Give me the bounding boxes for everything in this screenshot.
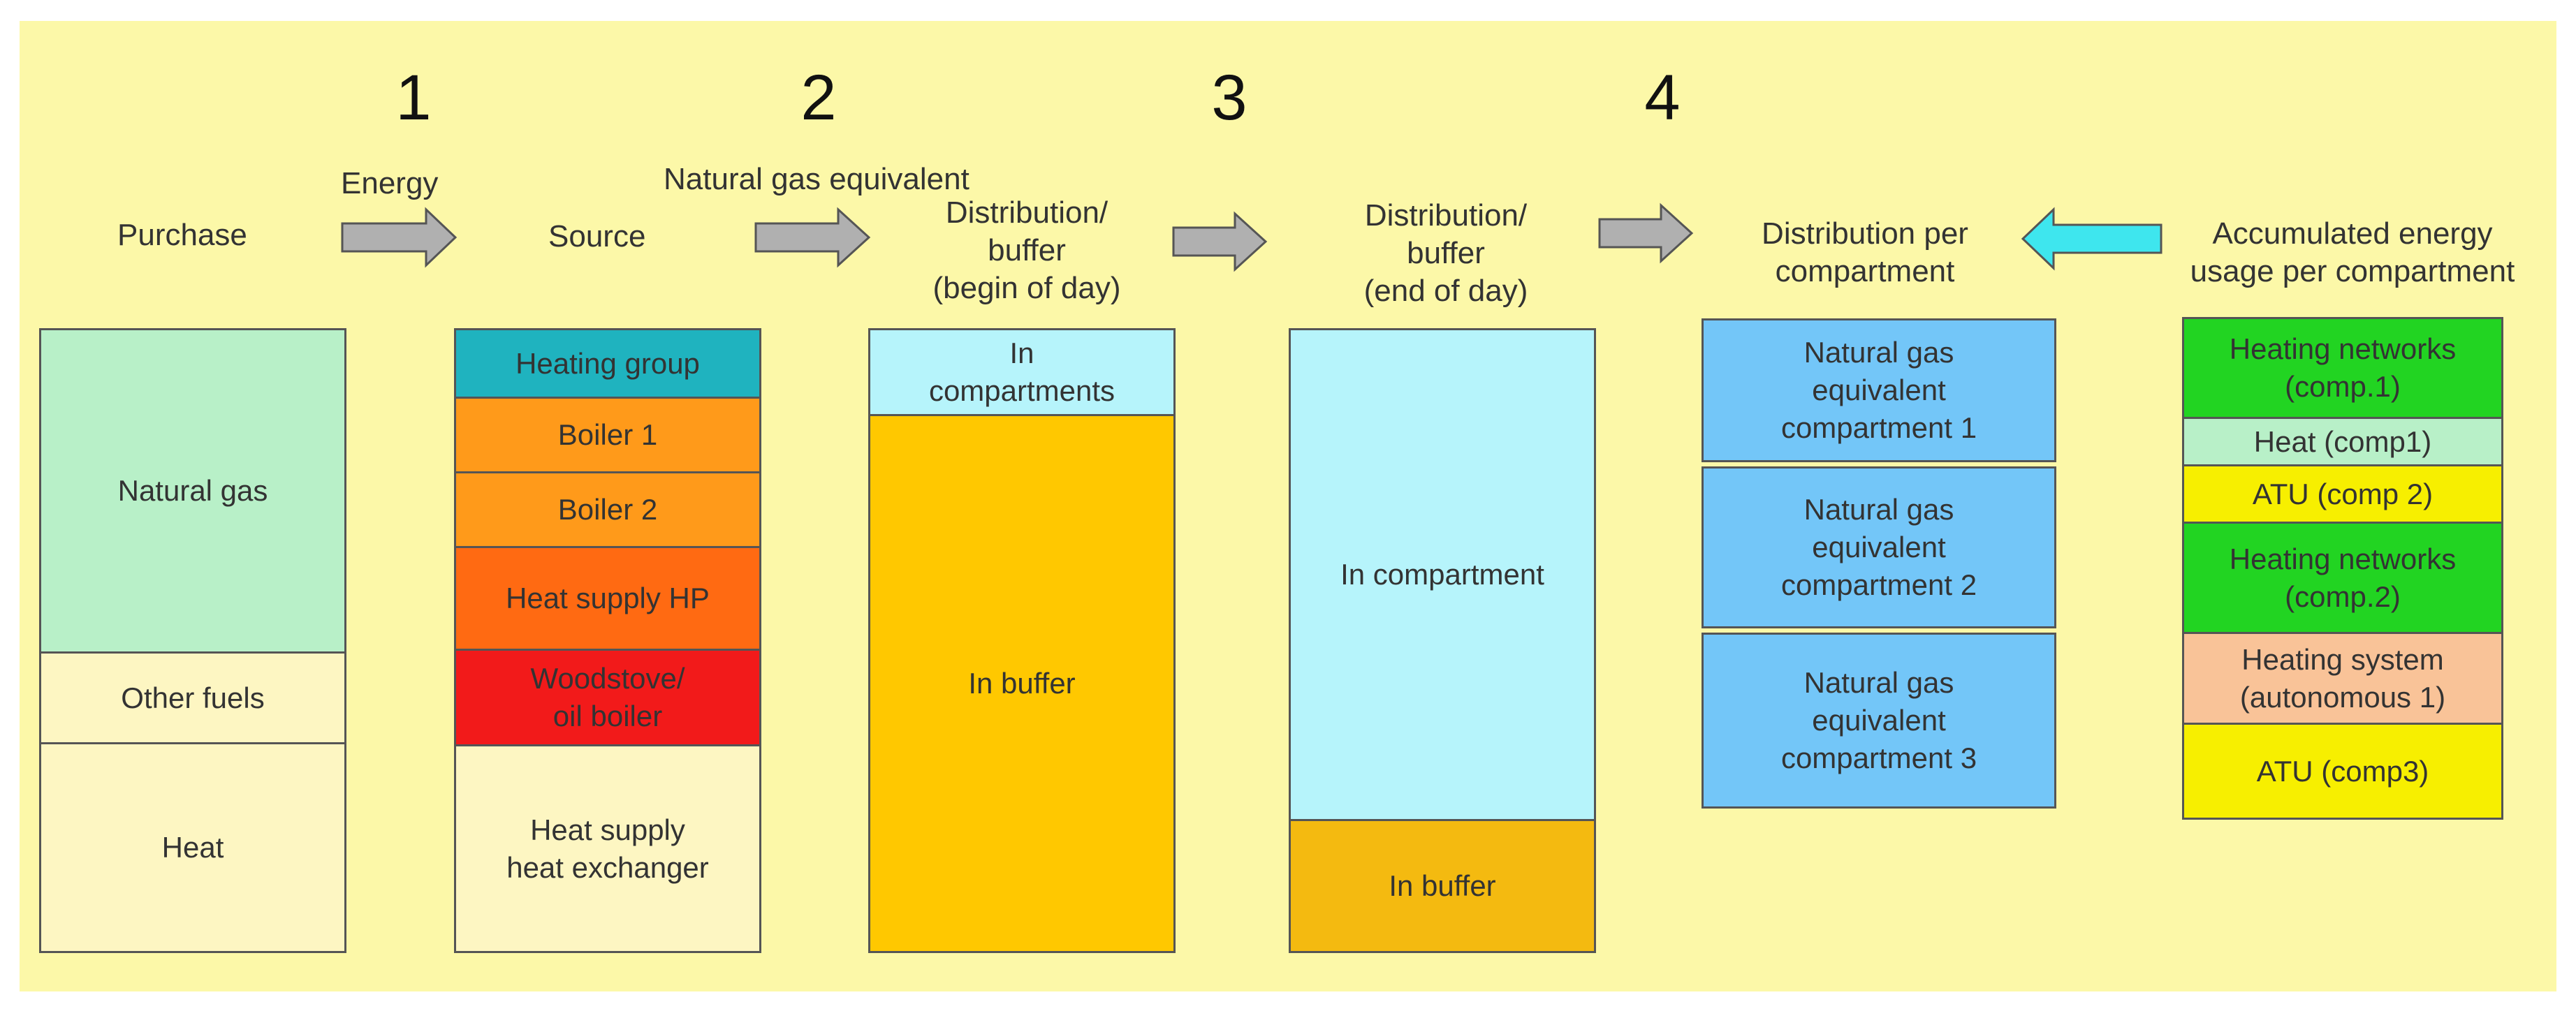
header-distribution-per-compartment: Distribution per compartment: [1762, 216, 1968, 288]
header-source: Source: [548, 219, 646, 253]
segment-label-line: Natural gas: [1803, 336, 1954, 369]
arrow-begin-to-end: [1172, 211, 1268, 272]
purchase-segment: Natural gas: [41, 330, 344, 651]
column-accumulated-energy: Heating networks (comp.1) Heat (comp1) ATU …: [2182, 317, 2503, 820]
header-distribution-begin: Distribution/ buffer (begin of day): [932, 196, 1121, 305]
source-segment: Boiler 2: [456, 471, 759, 546]
flow-label-natural-gas-equivalent: Natural gas equivalent: [664, 162, 969, 196]
segment-label-line: Other fuels: [121, 681, 265, 714]
source-segment: Boiler 1: [456, 397, 759, 471]
accumulated-segment: Heating networks (comp.2): [2184, 522, 2501, 632]
accumulated-segment: ATU (comp3): [2184, 723, 2501, 818]
per-compartment-segment: Natural gas equivalent compartment 1: [1702, 318, 2056, 462]
segment-label-line: ATU (comp 2): [2252, 477, 2434, 510]
begin-of-day-segment: In buffer: [870, 414, 1173, 951]
accumulated-segment: ATU (comp 2): [2184, 464, 2501, 522]
step-3-number: 3: [1211, 62, 1247, 133]
segment-label-line: Boiler 2: [557, 493, 658, 526]
segment-label-line: (comp.2): [2285, 580, 2401, 613]
segment-label-line: equivalent: [1812, 531, 1946, 563]
purchase-segment: Other fuels: [41, 651, 344, 742]
header-accumulated-energy: Accumulated energy usage per compartment: [2190, 216, 2515, 288]
segment-label-line: In: [1009, 337, 1034, 369]
segment-label-line: Natural gas: [1803, 666, 1954, 699]
per-compartment-segment: Natural gas equivalent compartment 3: [1702, 633, 2056, 809]
source-segment: Heating group: [456, 330, 759, 397]
per-compartment-segment: Natural gas equivalent compartment 2: [1702, 466, 2056, 628]
step-2-number: 2: [800, 62, 837, 133]
column-buffer-end-of-day: In compartment In buffer: [1289, 328, 1596, 953]
segment-label-line: Natural gas: [117, 474, 268, 507]
step-4-number: 4: [1644, 62, 1681, 133]
segment-label-line: Heat supply: [530, 813, 685, 846]
source-segment: Heat supply HP: [456, 546, 759, 649]
segment-label-line: In buffer: [968, 667, 1076, 700]
arrow-source-to-distribution: [754, 207, 871, 268]
segment-label-line: Heating system: [2241, 642, 2444, 676]
header-distribution-end: Distribution/ buffer (end of day): [1363, 198, 1528, 308]
segment-label-line: Heating group: [515, 346, 700, 380]
segment-label-line: Heat supply HP: [506, 582, 710, 614]
segment-label-line: Woodstove/: [530, 662, 685, 695]
segment-label-line: ATU (comp3): [2256, 754, 2429, 788]
accumulated-segment: Heating networks (comp.1): [2184, 319, 2501, 417]
segment-label-line: (autonomous 1): [2239, 680, 2446, 714]
header-purchase: Purchase: [117, 218, 247, 252]
source-segment: Woodstove/oil boiler: [456, 649, 759, 744]
segment-label-line: In buffer: [1389, 869, 1496, 902]
purchase-segment: Heat: [41, 742, 344, 951]
segment-label-line: Heating networks: [2229, 542, 2457, 575]
segment-label-line: Heat (comp1): [2253, 425, 2432, 458]
step-1-number: 1: [395, 62, 432, 133]
segment-label-line: In compartment: [1340, 558, 1544, 591]
segment-label-line: equivalent: [1812, 374, 1946, 406]
segment-label-line: compartment 1: [1780, 411, 1977, 444]
segment-label-line: compartments: [928, 374, 1115, 407]
segment-label-line: oil boiler: [552, 700, 663, 732]
segment-label-line: heat exchanger: [506, 850, 709, 884]
end-of-day-segment: In compartment: [1291, 330, 1594, 819]
segment-label-line: Boiler 1: [557, 418, 658, 451]
accumulated-segment: Heat (comp1): [2184, 417, 2501, 464]
segment-label-line: compartment 3: [1780, 742, 1977, 774]
segment-label-line: compartment 2: [1780, 568, 1977, 601]
segment-label-line: Heat: [161, 831, 224, 864]
segment-label-line: Natural gas: [1803, 493, 1954, 526]
segment-label-line: Heating networks: [2229, 332, 2457, 365]
source-segment: Heat supply heat exchanger: [456, 744, 759, 951]
column-buffer-begin-of-day: In compartments In buffer: [868, 328, 1176, 953]
segment-label-line: (comp.1): [2285, 370, 2401, 403]
arrow-accumulated-to-per-compartment: [2021, 207, 2162, 271]
flow-label-energy: Energy: [341, 166, 439, 200]
arrow-purchase-to-source: [341, 207, 458, 268]
end-of-day-segment: In buffer: [1291, 819, 1594, 951]
segment-label-line: equivalent: [1812, 704, 1946, 737]
accumulated-segment: Heating system (autonomous 1): [2184, 632, 2501, 723]
arrow-end-to-per-compartment: [1598, 202, 1694, 264]
begin-of-day-segment: In compartments: [870, 330, 1173, 414]
diagram-canvas: [20, 21, 2556, 991]
